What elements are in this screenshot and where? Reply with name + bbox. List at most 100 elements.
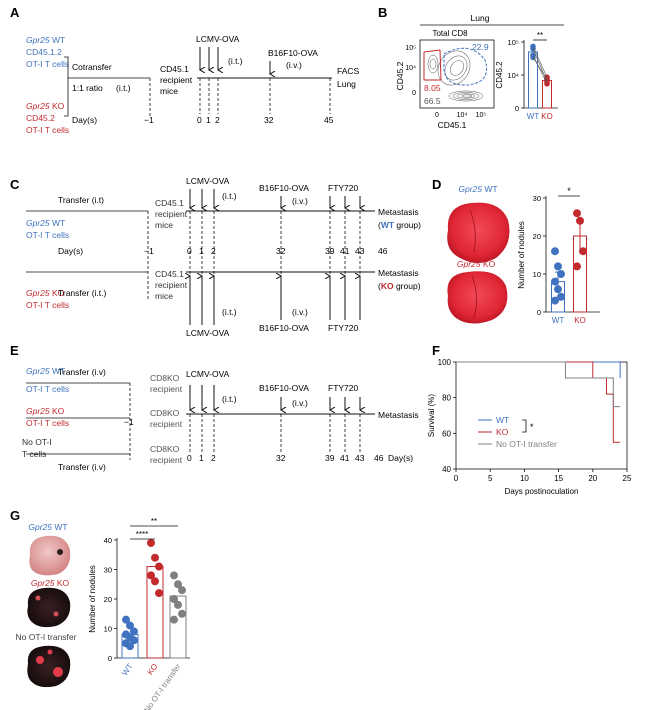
e-day-minus1: −1 bbox=[124, 417, 134, 427]
c-day-1: 1 bbox=[199, 246, 204, 256]
a-day-32: 32 bbox=[264, 115, 274, 125]
e-transfer1: Transfer (i.v) bbox=[58, 367, 106, 377]
c-group-wt-open: ( bbox=[378, 220, 381, 230]
series-line-no-transfer bbox=[456, 361, 621, 408]
a-recipient1: CD45.1 bbox=[160, 64, 189, 74]
c-it-top: (i.t.) bbox=[222, 191, 237, 201]
e-wt-gene: Gpr25 bbox=[26, 366, 50, 376]
c-rec-top2: recipient bbox=[155, 209, 188, 219]
c-group-ko-open: ( bbox=[378, 281, 381, 291]
x-tick-label: KO bbox=[541, 112, 553, 121]
data-point bbox=[126, 642, 134, 651]
pair-line bbox=[532, 46, 548, 78]
c-rec-bot1: CD45.1 bbox=[155, 269, 184, 279]
c-group-ko-close: group) bbox=[394, 281, 421, 291]
e-metastasis: Metastasis bbox=[378, 410, 419, 420]
a-it: (i.t.) bbox=[116, 83, 131, 93]
c-fty-top: FTY720 bbox=[328, 183, 359, 193]
g-lung-wt-spot bbox=[57, 549, 63, 555]
c-ko-label: Gpr25 KO bbox=[26, 288, 65, 298]
g-wt-label: Gpr25 WT bbox=[28, 522, 67, 532]
g-lung-ko-spot2 bbox=[53, 611, 59, 617]
a-days-label: Day(s) bbox=[72, 115, 97, 125]
data-point bbox=[170, 571, 178, 580]
c-transfer-bot: Transfer (i.t.) bbox=[58, 288, 106, 298]
c-rec-bot2: recipient bbox=[155, 280, 188, 290]
e-ko-suffix: KO bbox=[50, 406, 65, 416]
pair-line bbox=[532, 57, 548, 80]
c-wt-line2: OT-I T cells bbox=[26, 230, 69, 240]
panel-a: A Gpr25 WT CD45.1.2 OT-I T cells Gpr25 K… bbox=[10, 5, 360, 135]
x-tick-label: 0 bbox=[454, 474, 459, 483]
b-lung: Lung bbox=[471, 13, 490, 23]
x-tick-label: 15 bbox=[554, 474, 563, 483]
e-it: (i.t.) bbox=[222, 394, 237, 404]
e-day-1: 1 bbox=[199, 453, 204, 463]
y-axis-label: Number of nodules bbox=[517, 221, 526, 289]
x-axis-label: Days postinoculation bbox=[505, 487, 579, 496]
a-wt-label: Gpr25 WT bbox=[26, 35, 65, 45]
c-ko-suffix: KO bbox=[50, 288, 65, 298]
c-metastasis-top: Metastasis bbox=[378, 207, 419, 217]
bar-wt bbox=[528, 51, 538, 109]
g-lung-none-spot3 bbox=[47, 649, 53, 655]
a-ko-label: Gpr25 KO bbox=[26, 101, 65, 111]
a-ko-suffix: KO bbox=[50, 101, 65, 111]
c-metastasis-bot: Metastasis bbox=[378, 268, 419, 278]
e-none1: No OT-I bbox=[22, 437, 52, 447]
c-iv-top: (i.v.) bbox=[292, 196, 308, 206]
c-iv-bot: (i.v.) bbox=[292, 307, 308, 317]
pair-line bbox=[532, 55, 548, 84]
a-wt-suffix: WT bbox=[50, 35, 66, 45]
sig-mark-2: ** bbox=[151, 517, 157, 526]
data-point bbox=[126, 621, 134, 630]
d-ko-suffix: KO bbox=[480, 259, 495, 269]
c-day-39: 39 bbox=[325, 246, 335, 256]
b-gate-ko-value: 8.05 bbox=[424, 83, 441, 93]
panel-label-a: A bbox=[10, 5, 20, 20]
a-day-minus1: −1 bbox=[144, 115, 154, 125]
bar-no-ot-i-transfer bbox=[169, 595, 187, 659]
g-lung-none-spot2 bbox=[53, 667, 63, 677]
x-tick-label: 5 bbox=[488, 474, 493, 483]
e-rec1b: recipient bbox=[150, 384, 183, 394]
c-day-46: 46 bbox=[378, 246, 388, 256]
e-day-43: 43 bbox=[355, 453, 365, 463]
data-point bbox=[170, 615, 178, 624]
panel-label-d: D bbox=[432, 177, 441, 192]
g-ko-gene: Gpr25 bbox=[31, 578, 55, 588]
x-tick-label: 10 bbox=[520, 474, 529, 483]
data-point bbox=[551, 277, 559, 286]
b-ytick-0: 0 bbox=[412, 90, 416, 97]
a-ratio: 1:1 ratio bbox=[72, 83, 103, 93]
e-day-2: 2 bbox=[211, 453, 216, 463]
y-tick-label: 60 bbox=[442, 429, 451, 438]
a-lung: Lung bbox=[337, 79, 356, 89]
b-gate-dn-value: 66.5 bbox=[424, 96, 441, 106]
a-lcmv-route: (i.t.) bbox=[228, 56, 243, 66]
y-tick-label: 40 bbox=[442, 465, 451, 474]
c-lcmv-bot: LCMV-OVA bbox=[186, 328, 230, 338]
g-wt-suffix: WT bbox=[52, 522, 68, 532]
e-iv: (i.v.) bbox=[292, 398, 308, 408]
a-wt-line2: CD45.1.2 bbox=[26, 47, 62, 57]
c-b16-bot: B16F10-OVA bbox=[259, 323, 309, 333]
panel-label-c: C bbox=[10, 177, 20, 192]
a-recipient3: mice bbox=[160, 86, 178, 96]
a-wt-gene: Gpr25 bbox=[26, 35, 50, 45]
y-tick-label: 0 bbox=[515, 104, 519, 113]
e-wt-suffix: WT bbox=[50, 366, 66, 376]
a-facs: FACS bbox=[337, 66, 360, 76]
c-fty-bot: FTY720 bbox=[328, 323, 359, 333]
e-day-32: 32 bbox=[276, 453, 286, 463]
d-lung-wt-image bbox=[447, 202, 510, 263]
legend-sig-mark: * bbox=[530, 422, 534, 432]
g-lung-none-spot1 bbox=[36, 656, 44, 664]
data-point bbox=[551, 247, 559, 256]
a-day-2: 2 bbox=[215, 115, 220, 125]
series-line-ko bbox=[456, 361, 621, 443]
sig-mark: ** bbox=[537, 31, 543, 40]
